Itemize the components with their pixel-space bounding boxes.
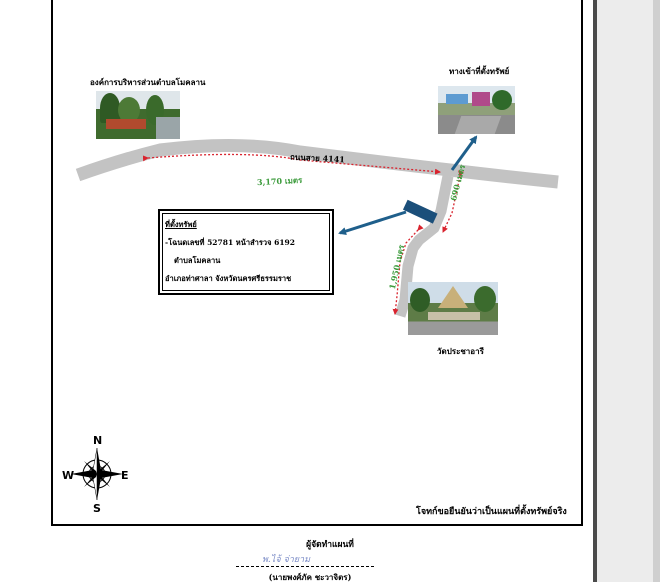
photo-temple xyxy=(408,282,498,335)
route-right xyxy=(442,170,464,233)
label-entrance: ทางเข้าที่ตั้งทรัพย์ xyxy=(449,66,510,76)
route-left xyxy=(392,224,424,315)
compass-e: E xyxy=(121,469,129,482)
label-sao: องค์การบริหารส่วนตำบลโมคลาน xyxy=(90,77,206,87)
main-road xyxy=(75,138,559,189)
compass-w: W xyxy=(62,469,75,482)
certification-note: โจทก์ขอยืนยันว่าเป็นแผนที่ตั้งทรัพย์จริง xyxy=(416,507,567,517)
photo-entrance xyxy=(438,86,515,134)
property-arrow xyxy=(338,210,407,235)
property-deed: -โฉนดเลขที่ 52781 หน้าสำรวจ 6192 xyxy=(165,238,295,247)
property-info-box: ที่ตั้งทรัพย์ -โฉนดเลขที่ 52781 หน้าสำรว… xyxy=(158,209,334,295)
property-heading: ที่ตั้งทรัพย์ xyxy=(165,220,197,229)
compass-rose xyxy=(71,447,123,501)
signature: พ.ไจ้ จ่ายาม xyxy=(262,555,311,565)
photo-sao xyxy=(96,91,180,139)
property-district: อำเภอท่าศาลา จังหวัดนครศรีธรรมราช xyxy=(165,274,292,283)
compass-s: S xyxy=(93,502,101,515)
map-frame xyxy=(51,0,583,526)
mapmaker-title: ผู้จัดทำแผนที่ xyxy=(306,540,354,550)
compass-n: N xyxy=(93,434,103,447)
route-main xyxy=(142,153,441,175)
entrance-arrow xyxy=(450,135,478,171)
mapmaker-name: (นายพงศ์ภัค ชะวาจิตร) xyxy=(268,572,352,582)
property-subdistrict: ตำบลโมคลาน xyxy=(174,256,221,265)
label-dist-main: 3,170 เมตร xyxy=(256,174,303,188)
window-edge xyxy=(593,0,660,582)
signature-line xyxy=(236,566,374,567)
label-temple: วัดประชาอารี xyxy=(437,346,484,356)
property-marker xyxy=(402,199,438,224)
